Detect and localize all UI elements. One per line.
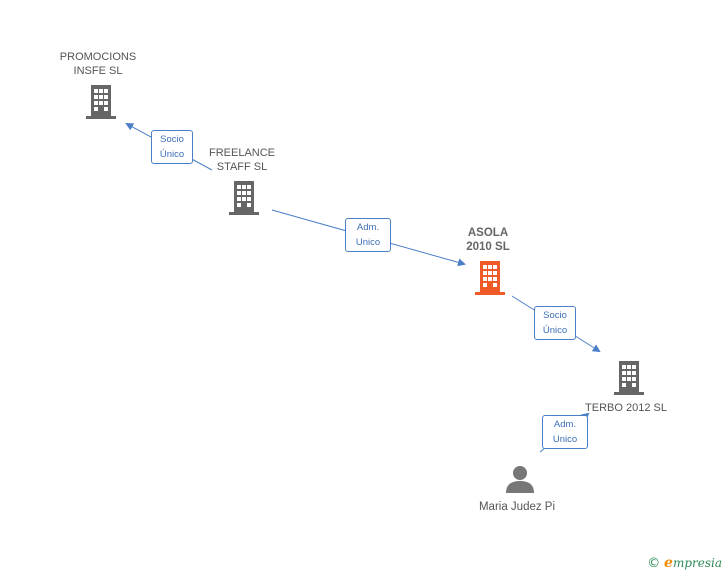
node-label-freelance-staff: FREELANCE STAFF SL — [192, 146, 292, 174]
node-label-maria-judez-pi: Maria Judez Pi — [467, 500, 567, 514]
node-label-terbo-2012: TERBO 2012 SL — [576, 401, 676, 415]
node-label-line: INSFE SL — [73, 65, 123, 77]
relation-label-line: Adm. — [553, 419, 577, 430]
node-label-line: Maria Judez Pi — [478, 501, 556, 513]
relation-label-line: Adm. — [356, 222, 380, 233]
person-icon[interactable] — [505, 464, 535, 494]
node-label-line: FREELANCE — [208, 147, 276, 159]
node-label-asola-2010: ASOLA 2010 SL — [438, 226, 538, 254]
relation-label-line: Socio — [543, 310, 567, 321]
relation-label-socio-unico: Socio Único — [151, 130, 193, 164]
relation-label-adm-unico: Adm. Unico — [542, 415, 588, 449]
building-icon[interactable] — [612, 360, 646, 396]
relation-label-line: Unico — [355, 237, 381, 248]
relation-label-line: Socio — [160, 134, 184, 145]
building-icon[interactable] — [227, 180, 261, 216]
node-label-promocions-insfe: PROMOCIONS INSFE SL — [48, 50, 148, 78]
relation-label-adm-unico: Adm. Unico — [345, 218, 391, 252]
node-label-line: 2010 SL — [466, 241, 510, 253]
building-icon[interactable] — [473, 260, 507, 296]
node-label-line: STAFF SL — [216, 161, 268, 173]
relation-label-socio-unico: Socio Único — [534, 306, 576, 340]
relation-label-line: Unico — [552, 434, 578, 445]
node-label-line: PROMOCIONS — [59, 51, 137, 63]
node-label-line: ASOLA — [467, 227, 509, 239]
brand-initial: e — [664, 555, 673, 571]
copyright-icon: © — [647, 556, 661, 571]
node-label-line: TERBO 2012 SL — [585, 402, 667, 414]
relation-label-line: Único — [159, 149, 185, 160]
empresia-brand[interactable]: © empresia — [647, 555, 722, 571]
brand-name: mpresia — [672, 556, 722, 570]
relation-label-line: Único — [542, 325, 568, 336]
building-icon[interactable] — [84, 84, 118, 120]
